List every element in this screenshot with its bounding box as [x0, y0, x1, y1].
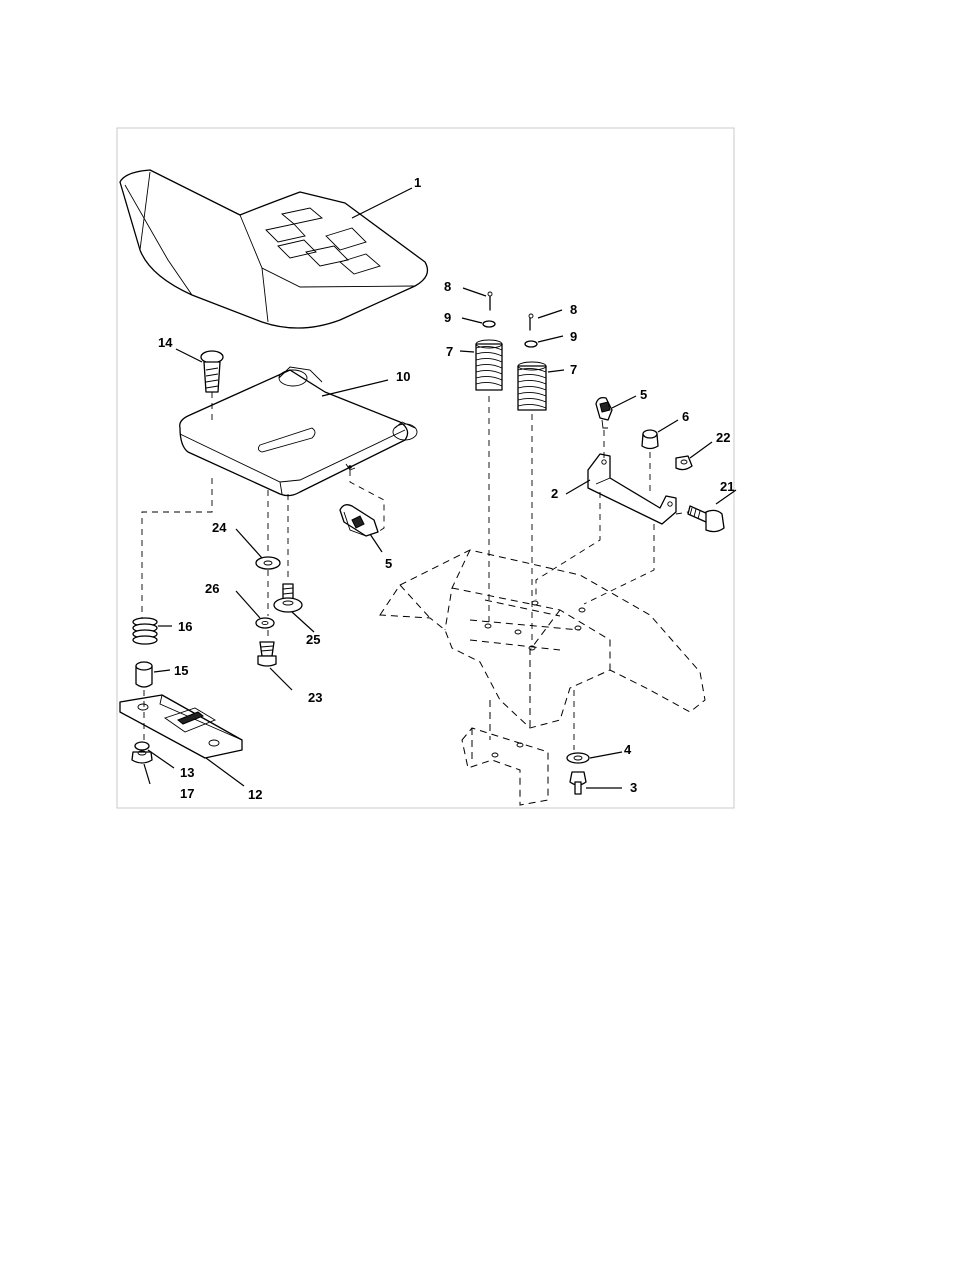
shoulder-bolt-25: [274, 584, 302, 612]
callout-25: 25: [306, 632, 320, 647]
washer-9-right: [525, 341, 537, 347]
lock-washer-13: [135, 742, 149, 750]
callout-12: 12: [248, 787, 262, 802]
cotter-pin-left: [488, 292, 492, 310]
flat-washer-24: [256, 557, 280, 569]
callout-26: 26: [205, 581, 219, 596]
seat-cushion: [120, 170, 427, 328]
locknut-22: [676, 456, 692, 470]
seat-switch-left: [340, 505, 378, 536]
flat-washer-4: [567, 753, 589, 763]
callout-10: 10: [396, 369, 410, 384]
seat-spring-right: [518, 362, 546, 410]
callout-17: 17: [180, 786, 194, 801]
callout-7-left: 7: [446, 344, 453, 359]
callout-3: 3: [630, 780, 637, 795]
callout-4: 4: [624, 742, 632, 757]
hex-bolt-3: [570, 772, 586, 794]
seat-bracket-2: [588, 454, 676, 524]
callout-8-right: 8: [570, 302, 577, 317]
callout-6: 6: [682, 409, 689, 424]
callout-15: 15: [174, 663, 188, 678]
callout-14: 14: [158, 335, 173, 350]
callout-5-right: 5: [640, 387, 647, 402]
washer-9-left: [483, 321, 495, 327]
callout-1: 1: [414, 175, 421, 190]
right-assembly-guides: [489, 396, 688, 750]
callout-2: 2: [551, 486, 558, 501]
callout-7-right: 7: [570, 362, 577, 377]
cotter-pin-right: [529, 314, 533, 330]
tractor-frame-phantom: [380, 550, 705, 805]
nylon-nut-6: [642, 430, 658, 449]
callout-9-right: 9: [570, 329, 577, 344]
compression-spring-16: [133, 618, 157, 644]
lock-washer-26: [256, 618, 274, 628]
callout-5-left: 5: [385, 556, 392, 571]
callout-21: 21: [720, 479, 734, 494]
shoulder-bolt-21: [688, 506, 724, 532]
callout-9-left: 9: [444, 310, 451, 325]
seat-spring-left: [476, 340, 502, 390]
hex-nut-17: [132, 751, 152, 763]
carriage-bolt: [201, 351, 223, 392]
callout-24: 24: [212, 520, 227, 535]
callout-13: 13: [180, 765, 194, 780]
callout-23: 23: [308, 690, 322, 705]
seat-switch-right: [596, 398, 612, 428]
callout-22: 22: [716, 430, 730, 445]
hex-screw-23: [258, 642, 276, 666]
callout-8-left: 8: [444, 279, 451, 294]
spacer-15: [136, 662, 152, 687]
callout-16: 16: [178, 619, 192, 634]
